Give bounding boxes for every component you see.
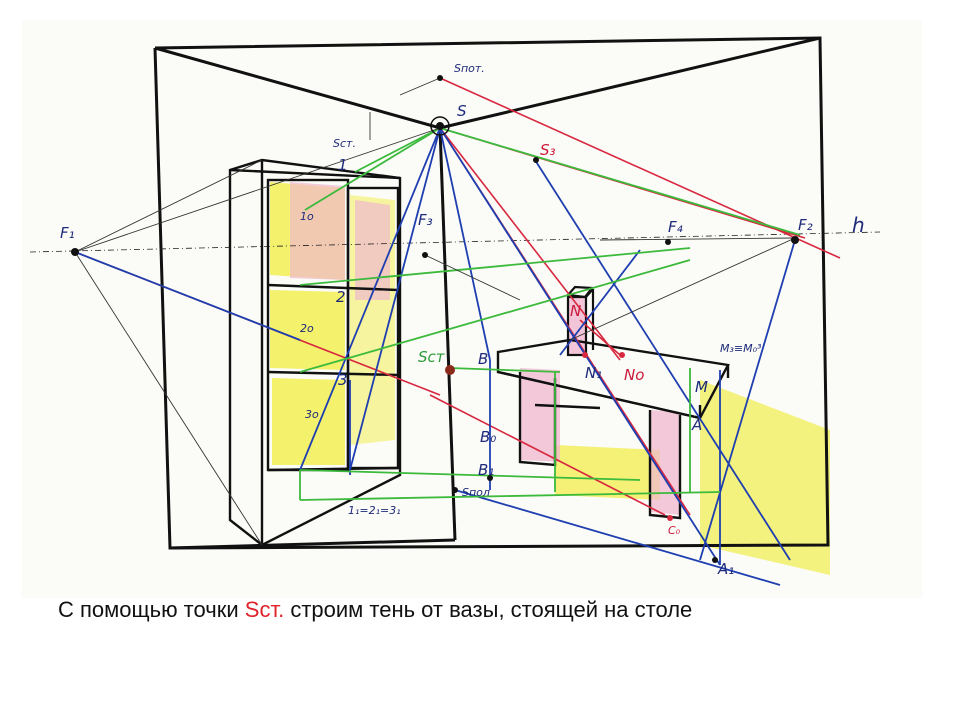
label-20: 2o [300, 322, 314, 335]
pink-panel-table-left [520, 368, 560, 462]
point-n1 [582, 352, 588, 358]
label-b1: B₁ [478, 461, 494, 479]
label-n: N [570, 302, 581, 320]
thin-construction-lines [74, 77, 796, 546]
point-c0 [667, 515, 673, 521]
label-2: 2 [336, 288, 346, 306]
label-c0: C₀ [668, 524, 681, 537]
point-s-ring [430, 116, 450, 136]
point-a1 [712, 557, 718, 563]
point-f1 [71, 248, 79, 256]
point-f3 [422, 252, 428, 258]
caption-suffix: строим тень от вазы, стоящей на столе [284, 597, 693, 622]
label-h: h [852, 213, 865, 237]
label-1: 1 [338, 156, 348, 174]
label-s-pot: Sпот. [454, 62, 485, 75]
point-s-st-wall [445, 365, 455, 375]
label-f2: F₂ [798, 216, 813, 234]
point-f2 [791, 236, 799, 244]
caption-accent: Sст. [244, 597, 285, 622]
room-frame [153, 36, 830, 550]
label-s-pol: Sпол [462, 486, 490, 499]
label-s-st: Sст. [333, 137, 356, 150]
point-s [436, 122, 444, 130]
bookcase [228, 158, 402, 547]
label-s3: S₃ [540, 141, 556, 159]
label-3: 3 [338, 371, 348, 389]
pink-panel-cabinet-2 [355, 200, 390, 300]
label-a: A [691, 416, 702, 434]
perspective-drawing: F₁ F₂ F₃ F₄ h S Sпот. Sст. S₃ Sст Sпол B… [22, 20, 922, 598]
point-s-pot [437, 75, 443, 81]
label-10: 1o [300, 210, 314, 223]
green-construction-lines [299, 127, 801, 501]
slide-caption: С помощью точки Sст. строим тень от вазы… [58, 597, 938, 623]
horizon-line [29, 231, 881, 253]
label-1-2-3-eq: 1₁=2₁=3₁ [348, 504, 401, 517]
label-a1: A₁ [717, 560, 734, 578]
point-no [619, 352, 625, 358]
label-s-st-wall: Sст [418, 348, 446, 366]
label-s: S [457, 102, 467, 120]
label-f4: F₄ [668, 218, 683, 236]
point-s-pol [452, 487, 458, 493]
label-m: M [695, 378, 708, 396]
label-n1: N₁ [585, 364, 602, 382]
label-no: No [624, 366, 644, 384]
caption-prefix: С помощью точки [58, 597, 245, 622]
shadow-area-cabinet-low [272, 378, 345, 465]
point-s3 [533, 157, 539, 163]
shadow-area-floor-right [700, 380, 830, 575]
pink-panel-cabinet [290, 182, 345, 280]
point-f4 [665, 239, 671, 245]
label-f1: F₁ [60, 224, 75, 242]
label-b0: B₀ [480, 428, 496, 446]
label-b: B [478, 350, 488, 368]
shadow-area-table-floor [555, 445, 660, 500]
label-f3: F₃ [418, 211, 433, 229]
label-30: 3o [305, 408, 319, 421]
label-m3: M₃≡M₀³ [720, 342, 762, 355]
blue-light-rays [74, 127, 796, 586]
point-b1 [487, 475, 493, 481]
